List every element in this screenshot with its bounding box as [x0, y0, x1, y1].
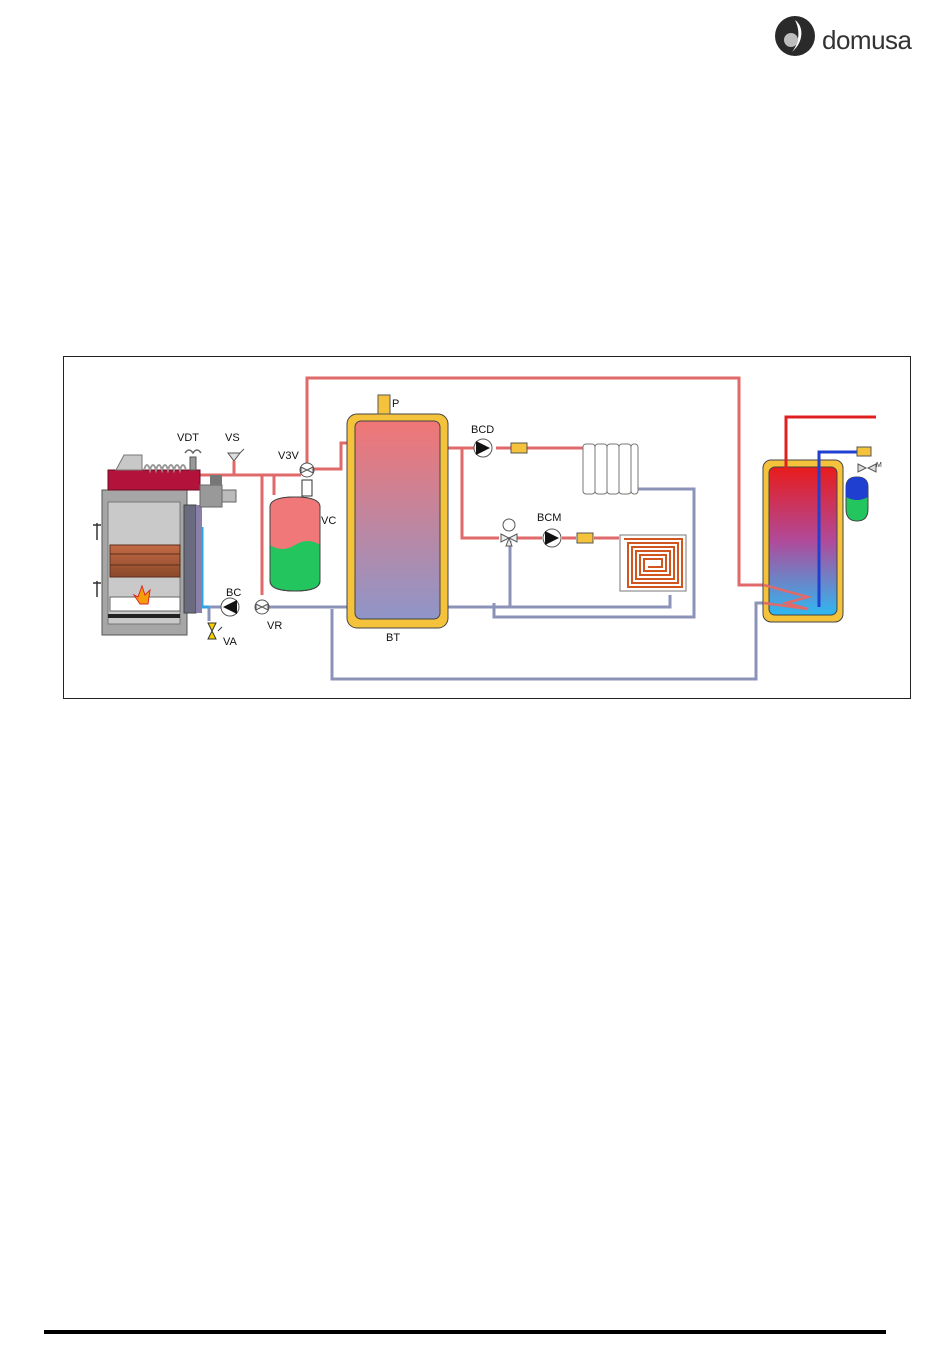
- dhw-tank: M: [763, 417, 882, 622]
- expansion-vessel: [270, 497, 320, 591]
- boiler-return-pipe: [202, 527, 209, 607]
- label-vs: VS: [225, 432, 240, 444]
- va-drain-valve-icon: [208, 623, 222, 639]
- label-bt: BT: [386, 632, 400, 644]
- installation-diagram: M VDT VS V3V P BCD VC BCM BC VR VA BT: [63, 356, 911, 699]
- label-va: VA: [223, 636, 238, 648]
- label-bcd: BCD: [471, 424, 494, 436]
- label-bcm: BCM: [537, 512, 561, 524]
- label-bc: BC: [226, 587, 241, 599]
- radiator: [583, 444, 638, 494]
- vr-valve-icon: [255, 600, 269, 614]
- heating-schematic: M VDT VS V3V P BCD VC BCM BC VR VA BT: [64, 357, 912, 700]
- label-vdt: VDT: [177, 432, 199, 444]
- buffer-tank: [347, 395, 448, 628]
- bc-pump-icon: [221, 598, 239, 616]
- mixing-valve-icon: [501, 519, 517, 546]
- label-vr: VR: [267, 620, 282, 632]
- label-v3v: V3V: [278, 450, 299, 462]
- footer-rule: [44, 1330, 886, 1334]
- vdt-valve-icon: [185, 450, 201, 470]
- vs-safety-valve-icon: [228, 449, 244, 475]
- label-vc: VC: [321, 515, 336, 527]
- v3v-valve-icon: [300, 463, 314, 496]
- underfloor-coil: [620, 535, 686, 591]
- svg-text:M: M: [876, 462, 882, 469]
- label-p: P: [392, 398, 399, 410]
- brand-logo: domusa: [774, 12, 914, 58]
- domusa-logo-icon: [774, 12, 820, 58]
- brand-name: domusa: [822, 25, 912, 56]
